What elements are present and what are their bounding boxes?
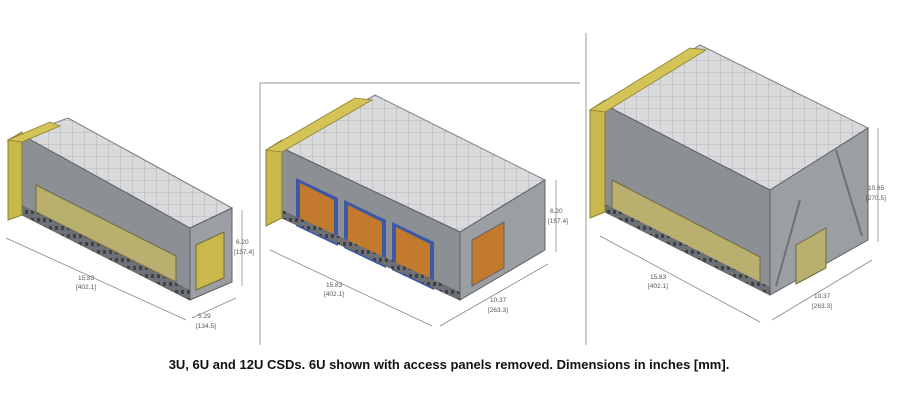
csd-6u-height-inches: 6.20 [550, 208, 563, 215]
csd-12u-end-strut-2 [835, 149, 863, 237]
csd-3u-length-mm: [402.1] [76, 284, 96, 291]
csd-6u-length-inches: 15.83 [326, 282, 343, 289]
csd-12u-width-inches: 10.37 [814, 293, 831, 300]
csd-12u-height-inches: 10.65 [868, 185, 885, 192]
csd-12u-width-mm: [263.3] [812, 303, 832, 310]
csd-6u-width-mm: [263.3] [488, 307, 508, 314]
csd-6u-width-inches: 10.37 [490, 297, 507, 304]
csd-6u-drawing [264, 94, 557, 327]
csd-3u-height-mm: [157.4] [234, 249, 254, 256]
csd-12u-drawing [588, 44, 879, 323]
csd-3u-width-mm: [134.5] [196, 323, 216, 330]
csd-6u-bottom-rail [282, 210, 460, 300]
csd-3u-bottom-rail [22, 205, 190, 300]
csd-12u-length-dim-line [599, 235, 761, 323]
csd-6u-end-door [471, 221, 505, 287]
csd-12u-end-face [769, 127, 869, 296]
csd-12u-rear-plate [589, 99, 606, 219]
csd-3u-width-dim-line [191, 297, 237, 319]
csd-12u-height-mm: [270.5] [866, 195, 886, 202]
csd-6u-rear-plate [265, 139, 283, 227]
csd-6u-length-mm: [402.1] [324, 291, 344, 298]
csd-12u-length-mm: [402.1] [648, 283, 668, 290]
csd-3u-drawing [5, 117, 243, 321]
csd-3u-length-dim-line [5, 237, 187, 321]
csd-3u-end-door [195, 231, 225, 291]
csd-3u-side-panel [35, 184, 177, 283]
csd-3u-rear-plate [7, 131, 23, 221]
csd-3u-rear-plate-top [6, 121, 62, 143]
csd-3u-length-inches: 15.83 [78, 275, 95, 282]
csd-12u-width-dim-line [771, 259, 873, 321]
csd-12u-bottom-rail [605, 204, 770, 295]
csd-3u-height-inches: 6.20 [236, 239, 249, 246]
csd-3u-width-inches: 5.29 [198, 313, 211, 320]
figure-caption: 3U, 6U and 12U CSDs. 6U shown with acces… [168, 357, 730, 372]
csd-12u-end-strut-1 [775, 199, 801, 287]
csd-6u-height-mm: [157.4] [548, 218, 568, 225]
csd-12u-end-door [795, 227, 827, 285]
csd-6u-rear-plate-top [264, 97, 374, 153]
csd-12u-rear-plate-top [588, 47, 708, 113]
csd-6u-length-dim-line [269, 249, 433, 327]
csd-6u-width-dim-line [439, 263, 549, 327]
csd-12u-length-inches: 15.83 [650, 274, 667, 281]
